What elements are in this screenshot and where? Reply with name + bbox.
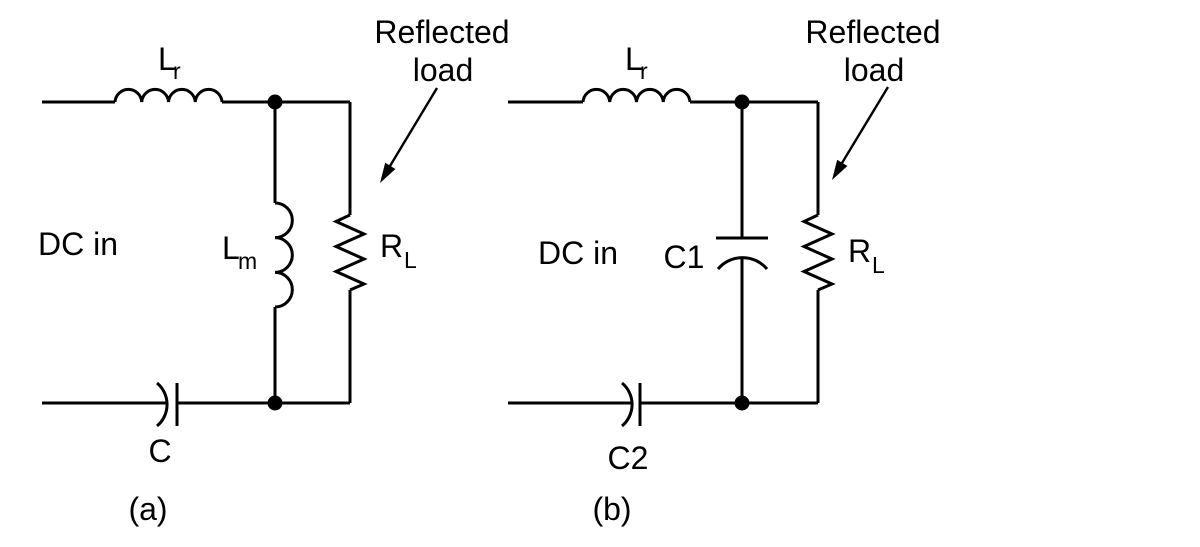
annotation-reflected-b: Reflected (805, 14, 940, 50)
junction-dot-top-b (734, 94, 750, 110)
caption-a: (a) (128, 491, 167, 527)
circuit-b: L r DC in C1 R L C2 Reflected load (b) (508, 14, 941, 527)
inductor-lr-symbol-a (113, 87, 224, 103)
label-shunt-capacitor-b: C1 (664, 239, 705, 275)
label-capacitor-a: C (148, 433, 171, 469)
arrowhead-icon-a (380, 162, 396, 183)
label-series-inductor-b: L (625, 41, 643, 77)
inductor-lr-symbol-b (581, 87, 692, 103)
label-dc-in-a: DC in (38, 226, 118, 262)
label-shunt-inductor-a: L (222, 230, 240, 266)
caption-b: (b) (592, 491, 631, 527)
annotation-load-a: load (413, 52, 474, 88)
junction-dot-top-a (267, 94, 283, 110)
annotation-load-b: load (844, 52, 905, 88)
arrowhead-icon-b (832, 159, 848, 180)
label-load-resistor-b: R (848, 233, 871, 269)
reflected-load-arrow-b (840, 86, 890, 164)
label-load-resistor-sub-b: L (872, 252, 885, 278)
annotation-reflected-a: Reflected (374, 14, 509, 50)
label-series-inductor-a: L (158, 41, 176, 77)
label-load-resistor-a: R (380, 228, 403, 264)
label-load-resistor-sub-a: L (404, 247, 417, 273)
label-series-inductor-sub-a: r (173, 58, 181, 84)
circuit-a: L r DC in L m R L C Reflected load (a) (38, 14, 510, 527)
inductor-lm-symbol-a (274, 201, 294, 309)
resistor-rl-symbol-b (800, 213, 836, 292)
junction-dot-bottom-b (734, 395, 750, 411)
capacitor-c1-curved-plate-b (716, 256, 769, 271)
junction-dot-bottom-a (267, 395, 283, 411)
label-series-inductor-sub-b: r (640, 58, 648, 84)
label-dc-in-b: DC in (538, 235, 618, 271)
label-capacitor-b: C2 (608, 440, 649, 476)
reflected-load-arrow-a (388, 87, 439, 167)
resistor-rl-symbol-a (332, 213, 368, 292)
capacitor-c-curved-plate-a (155, 381, 169, 428)
capacitor-c2-curved-plate-b (620, 381, 634, 428)
label-shunt-inductor-sub-a: m (238, 248, 257, 274)
